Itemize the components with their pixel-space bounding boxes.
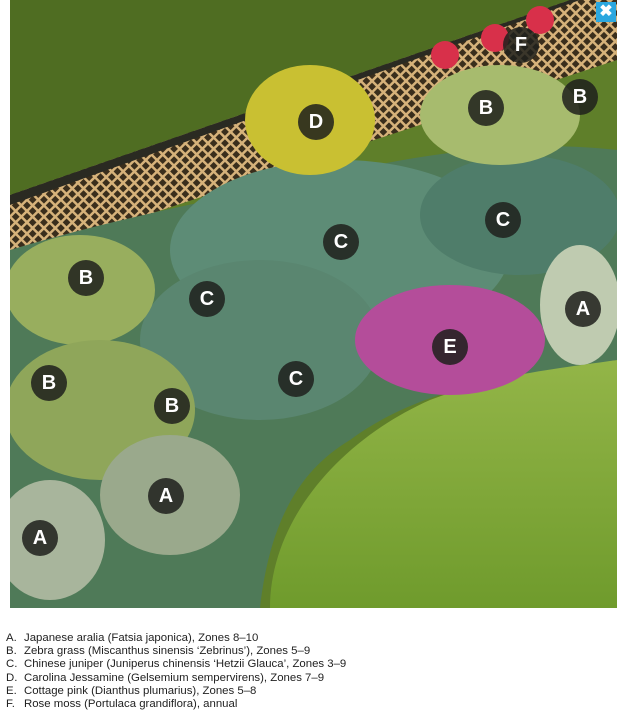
legend-text: Japanese aralia (Fatsia japonica), Zones… bbox=[24, 632, 259, 644]
legend-item: A. Japanese aralia (Fatsia japonica), Zon… bbox=[6, 632, 346, 645]
legend-text: Rose moss (Portulaca grandiflora), annua… bbox=[24, 698, 238, 711]
plant-marker-d: D bbox=[298, 104, 334, 140]
plant-marker-f: F bbox=[503, 27, 539, 63]
plant-marker-c: C bbox=[485, 202, 521, 238]
plant-marker-c: C bbox=[189, 281, 225, 317]
plant-marker-b: B bbox=[562, 79, 598, 115]
plant-marker-e: E bbox=[432, 329, 468, 365]
plant-marker-b: B bbox=[468, 90, 504, 126]
plant-marker-b: B bbox=[154, 388, 190, 424]
legend-item: F. Rose moss (Portulaca grandiflora), ann… bbox=[6, 698, 346, 711]
legend-text: Zebra grass (Miscanthus sinensis ‘Zebrin… bbox=[24, 645, 311, 658]
plant-marker-c: C bbox=[323, 224, 359, 260]
close-icon: ✖ bbox=[599, 3, 613, 20]
plant-marker-a: A bbox=[565, 291, 601, 327]
legend-key: E. bbox=[6, 684, 17, 697]
legend-text: Chinese juniper (Juniperus chinensis ‘He… bbox=[24, 658, 347, 671]
plant-legend: A. Japanese aralia (Fatsia japonica), Zon… bbox=[6, 632, 346, 711]
legend-key: F. bbox=[6, 698, 15, 711]
legend-key: A. bbox=[6, 632, 17, 644]
legend-item: B. Zebra grass (Miscanthus sinensis ‘Zebr… bbox=[6, 645, 346, 658]
plant-marker-a: A bbox=[22, 520, 58, 556]
close-button[interactable]: ✖ bbox=[596, 2, 616, 22]
garden-plan-illustration bbox=[10, 0, 617, 608]
legend-item: E. Cottage pink (Dianthus plumarius), Zon… bbox=[6, 685, 346, 698]
plant-marker-a: A bbox=[148, 478, 184, 514]
legend-key: B. bbox=[6, 645, 17, 658]
legend-key: D. bbox=[6, 671, 18, 684]
plant-marker-c: C bbox=[278, 361, 314, 397]
legend-text: Carolina Jessamine (Gelsemium sempervire… bbox=[24, 671, 325, 684]
legend-text: Cottage pink (Dianthus plumarius), Zones… bbox=[24, 684, 257, 697]
legend-key: C. bbox=[6, 658, 18, 671]
legend-item: C. Chinese juniper (Juniperus chinensis ‘… bbox=[6, 658, 346, 671]
plant-marker-b: B bbox=[31, 365, 67, 401]
legend-item: D. Carolina Jessamine (Gelsemium sempervi… bbox=[6, 672, 346, 685]
plant-marker-b: B bbox=[68, 260, 104, 296]
rose-moss-pots bbox=[431, 6, 554, 69]
front-lawn bbox=[270, 360, 617, 608]
